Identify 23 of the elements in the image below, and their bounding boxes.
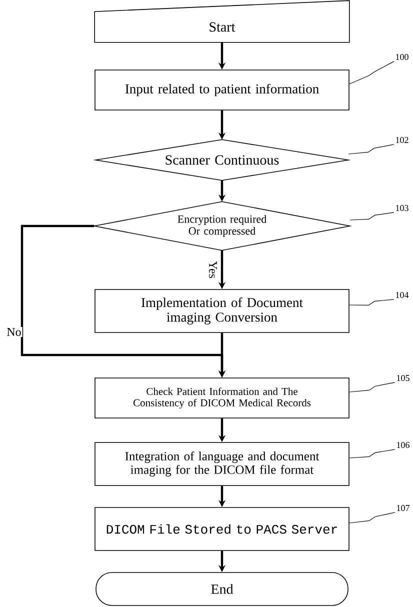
edge-label: Yes xyxy=(208,260,218,279)
callout-number: 102 xyxy=(396,136,408,144)
callout-number: 106 xyxy=(397,442,410,448)
leader-line xyxy=(349,382,396,392)
callout-number: 105 xyxy=(397,374,410,382)
edge-label: No xyxy=(6,327,22,337)
callout-number: 104 xyxy=(396,292,409,298)
callout-number: 100 xyxy=(396,54,408,60)
process-box: Implementation of Document imaging Conversion xyxy=(94,289,350,333)
process-box: DICOM File Stored to PACS Server xyxy=(94,507,350,551)
leader-line xyxy=(350,212,394,220)
leader-line xyxy=(349,449,396,458)
end-terminal: End xyxy=(96,572,348,606)
process-box: Check Patient Information and The Consistency of DICOM Medical Records xyxy=(94,378,350,418)
leader-line xyxy=(349,512,396,524)
callout-number: 107 xyxy=(397,504,410,512)
leader-line xyxy=(349,61,394,84)
process-box: Input related to patient information xyxy=(94,70,350,110)
callout-number: 103 xyxy=(396,204,408,212)
process-box: Integration of language and document imaging for the DICOM file format xyxy=(94,442,350,486)
leader-line xyxy=(348,144,394,154)
start-box: Start xyxy=(94,0,350,43)
leader-line xyxy=(349,299,394,306)
